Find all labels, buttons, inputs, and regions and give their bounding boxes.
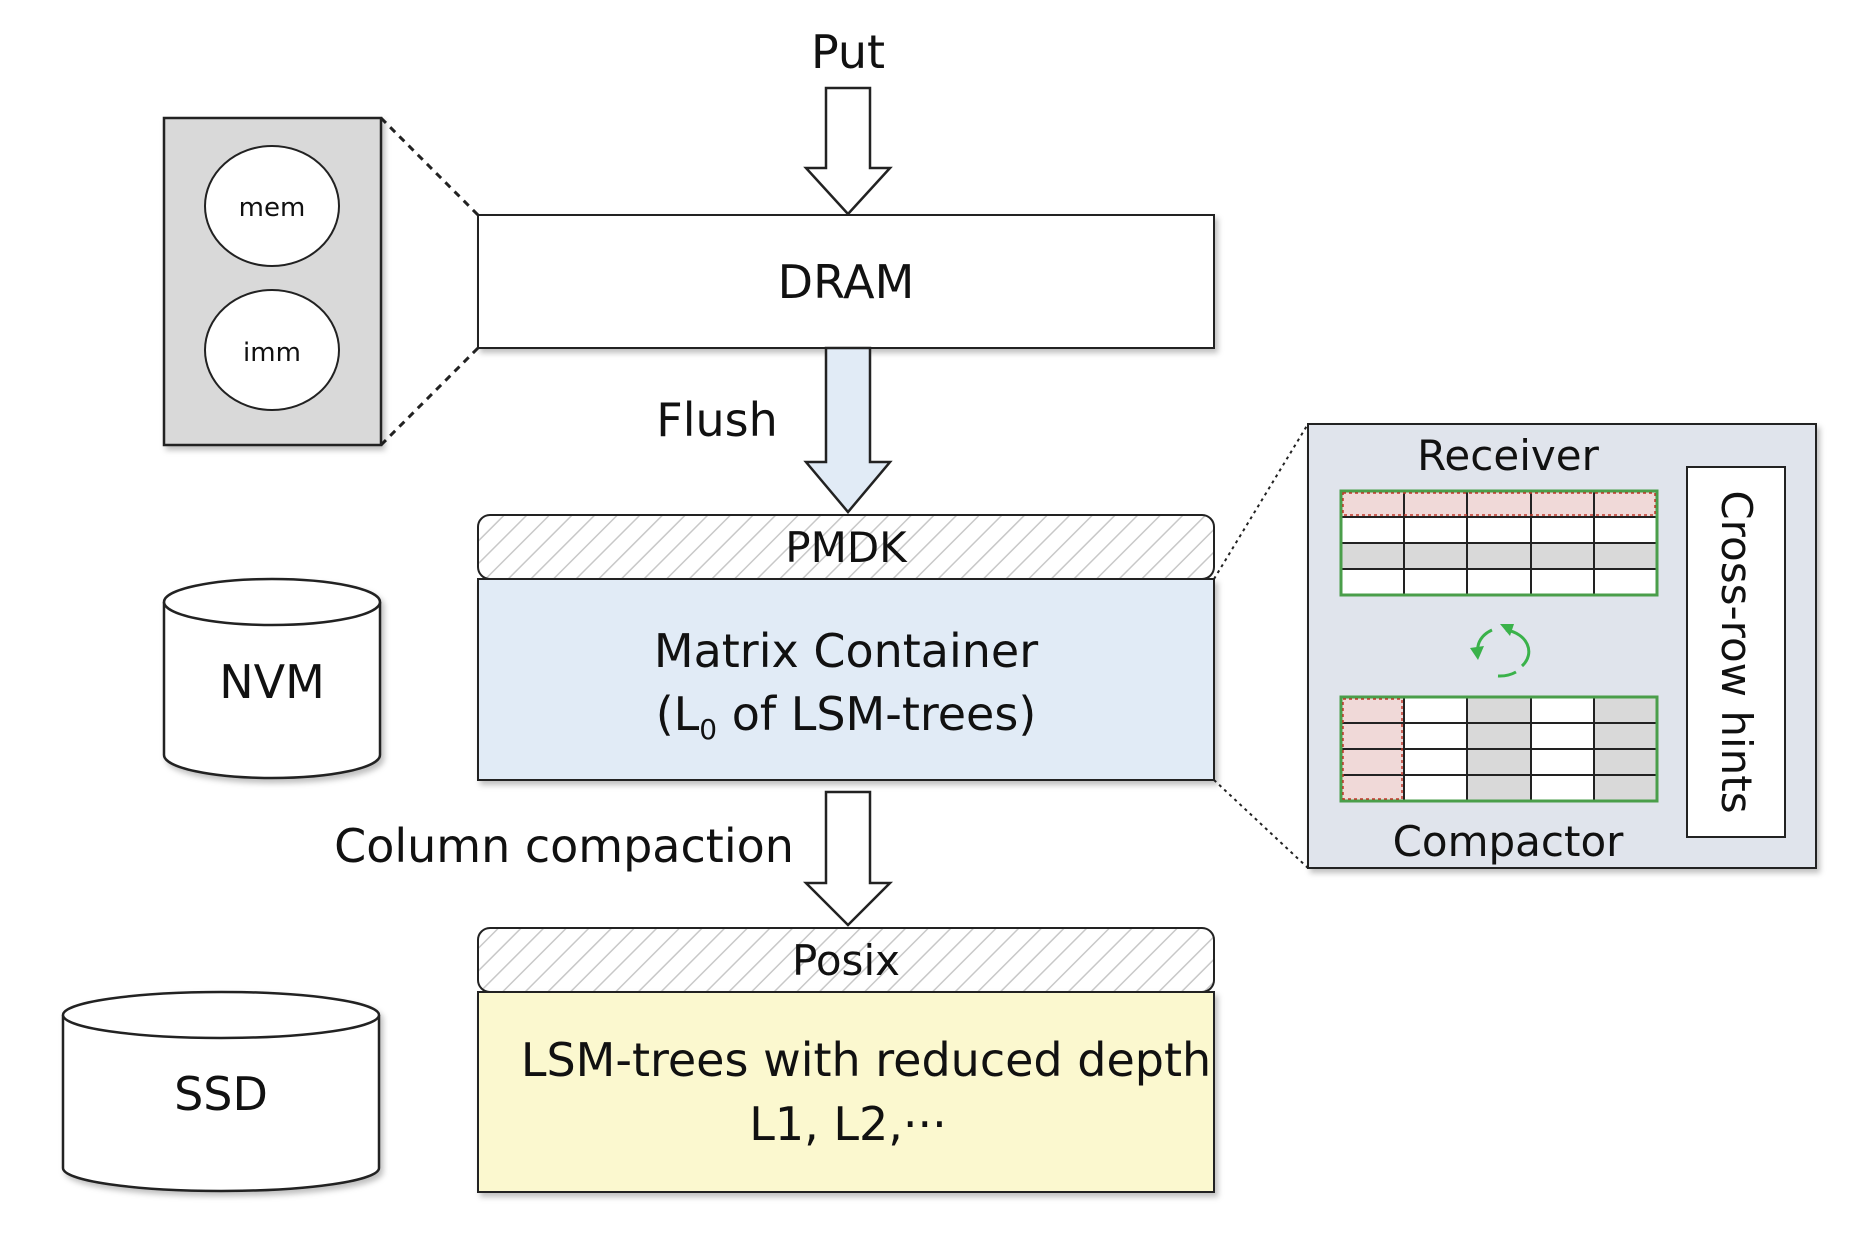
compactor-label: Compactor <box>1393 817 1625 866</box>
lsm-trees-label: LSM-trees with reduced depth <box>521 1033 1211 1087</box>
compactor-table <box>1339 695 1659 803</box>
cross-row-hints-label: Cross-row hints <box>1712 490 1761 813</box>
nvm-label: NVM <box>219 655 325 709</box>
mem-circle <box>204 145 340 267</box>
dram-box: DRAM <box>477 214 1215 349</box>
memory-panel: mem imm <box>162 116 383 447</box>
dram-label: DRAM <box>778 255 915 309</box>
posix-bar: Posix <box>477 927 1215 993</box>
receiver-label: Receiver <box>1417 431 1599 480</box>
flush-arrow <box>803 346 893 514</box>
exchange-cycle-icon <box>1470 624 1531 678</box>
posix-label: Posix <box>792 936 900 985</box>
memory-zoom-line-top <box>379 116 480 217</box>
flush-label: Flush <box>656 393 778 447</box>
matrix-container-subtitle: (L0 of LSM-trees) <box>656 687 1037 746</box>
column-compaction-label: Column compaction <box>334 819 794 873</box>
put-arrow <box>803 86 893 216</box>
detail-panel: Receiver <box>1307 423 1817 869</box>
receiver-table <box>1339 489 1659 597</box>
column-compaction-arrow <box>802 790 894 927</box>
levels-label: L1, L2,··· <box>749 1097 947 1151</box>
matrix-container-title: Matrix Container <box>654 624 1038 678</box>
detail-zoom-line-bottom <box>1213 779 1309 869</box>
matrix-container-box: Matrix Container (L0 of LSM-trees) <box>477 578 1215 781</box>
lsm-trees-box: LSM-trees with reduced depth L1, L2,··· <box>477 991 1215 1193</box>
imm-label: imm <box>243 338 301 368</box>
put-label: Put <box>811 25 885 79</box>
ssd-cylinder <box>61 990 381 1193</box>
mem-label: mem <box>239 193 306 223</box>
pmdk-label: PMDK <box>785 523 908 572</box>
imm-circle <box>204 289 340 411</box>
cross-row-hints-box <box>1686 466 1786 838</box>
nvm-cylinder <box>162 577 382 780</box>
detail-zoom-line-top <box>1213 423 1309 580</box>
ssd-label: SSD <box>174 1067 268 1121</box>
pmdk-bar: PMDK <box>477 514 1215 580</box>
memory-zoom-line-bottom <box>379 346 480 447</box>
